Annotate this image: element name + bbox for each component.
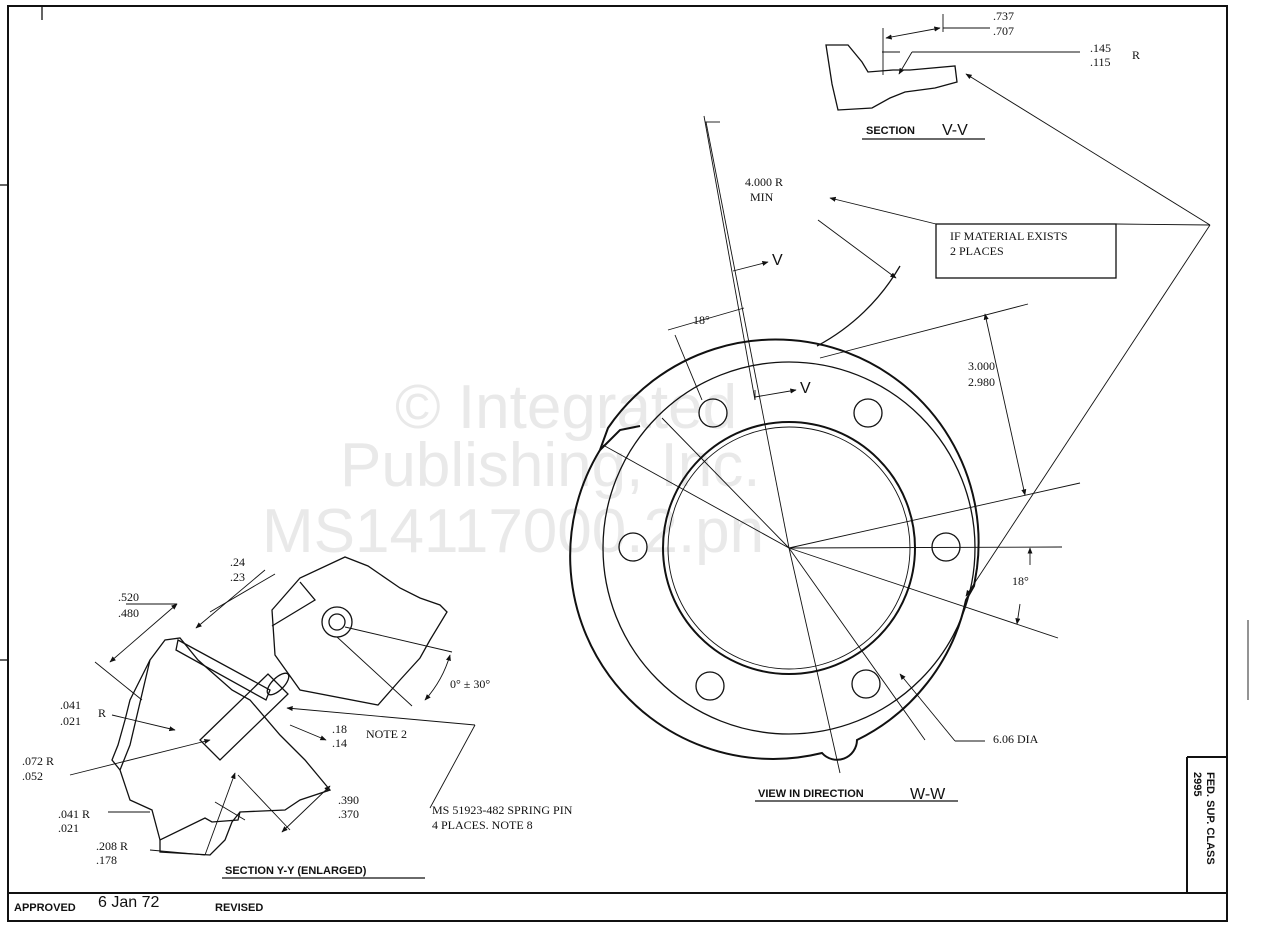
yy-pin-line-1: MS 51923-482 SPRING PIN (432, 803, 573, 817)
ww-dia-label: 6.06 DIA (993, 732, 1039, 746)
section-vv: .737 .707 .145 .115 R SECTION V-V (825, 9, 1140, 140)
yy-r4-lower: .178 (96, 853, 117, 867)
watermark: © Integrated Publishing, Inc. MS14117000… (262, 373, 764, 566)
fsc-line-2: 2995 (1191, 772, 1203, 796)
ww-dim-upper: 3.000 (968, 359, 995, 373)
yy-section-body (119, 637, 332, 841)
yy-d4-lower: .370 (338, 807, 359, 821)
yy-title: SECTION Y-Y (ENLARGED) (225, 865, 367, 877)
vv-dim-lower: .707 (993, 24, 1014, 38)
yy-r2-lower: .052 (22, 769, 43, 783)
flange-outline (569, 338, 980, 761)
yy-upper-part (271, 556, 448, 706)
approved-date: 6 Jan 72 (98, 894, 159, 911)
vv-radius-upper: .145 (1090, 41, 1111, 55)
approved-label: APPROVED (14, 902, 76, 914)
yy-d3-upper: .18 (332, 722, 347, 736)
watermark-line-3: MS14117000.2.pn (262, 497, 764, 566)
yy-d2-lower: .480 (118, 606, 139, 620)
bore (662, 421, 916, 675)
vv-radius-suffix: R (1132, 48, 1140, 62)
vv-radius-lower: .115 (1090, 55, 1111, 69)
yy-r3-upper: .041 R (58, 807, 90, 821)
sheet-border (0, 5, 1249, 922)
ww-note-line-2: 2 PLACES (950, 244, 1004, 258)
material-note-box (935, 223, 1117, 279)
watermark-line-1: © Integrated (395, 373, 737, 442)
ww-radius-value: 4.000 R (745, 175, 783, 189)
yy-hole (321, 606, 353, 638)
ww-dim-lower: 2.980 (968, 375, 995, 389)
yy-d1-upper: .24 (230, 555, 245, 569)
vv-dim-upper: .737 (993, 9, 1014, 23)
yy-r3-lower: .021 (58, 821, 79, 835)
title-block: APPROVED 6 Jan 72 REVISED FED. SUP. CLAS… (14, 772, 1216, 914)
yy-r1-suffix: R (98, 706, 106, 720)
yy-d2-upper: .520 (118, 590, 139, 604)
vv-title-prefix: SECTION (866, 125, 915, 137)
vv-title-letters: V-V (942, 122, 968, 139)
ww-radius-word: MIN (750, 190, 774, 204)
revised-label: REVISED (215, 902, 263, 914)
yy-d4-upper: .390 (338, 793, 359, 807)
yy-r2-upper: .072 R (22, 754, 54, 768)
yy-r1-upper: .041 (60, 698, 81, 712)
ww-angle-left: 18° (693, 313, 710, 327)
ww-cut-marker-lower: V (800, 380, 811, 397)
ww-title-prefix: VIEW IN DIRECTION (758, 788, 864, 800)
yy-angle: 0° ± 30° (450, 677, 490, 691)
ww-angle-right: 18° (1012, 574, 1029, 588)
ww-cut-marker-upper: V (772, 252, 783, 269)
ww-note-line-1: IF MATERIAL EXISTS (950, 229, 1068, 243)
section-vv-profile (825, 44, 958, 111)
yy-note2: NOTE 2 (366, 727, 407, 741)
bolt-hole (851, 669, 881, 699)
yy-r1-lower: .021 (60, 714, 81, 728)
bolt-hole (618, 532, 648, 562)
view-ww: 4.000 R MIN IF MATERIAL EXISTS 2 PLACES … (569, 73, 1211, 803)
yy-r4-upper: .208 R (96, 839, 128, 853)
yy-d3-lower: .14 (332, 736, 347, 750)
ww-title-letters: W-W (910, 786, 946, 803)
section-yy: .24 .23 .520 .480 .041 .021 R .072 R .05… (22, 555, 573, 879)
yy-pin-line-2: 4 PLACES. NOTE 8 (432, 818, 533, 832)
bolt-hole (853, 398, 883, 428)
yy-d1-lower: .23 (230, 570, 245, 584)
bolt-hole (695, 671, 725, 701)
bolt-hole (698, 398, 728, 428)
inner-ring (602, 361, 976, 735)
fsc-line-1: FED. SUP. CLASS (1204, 772, 1216, 865)
spring-pin (199, 672, 290, 761)
watermark-line-2: Publishing, Inc. (340, 431, 760, 500)
